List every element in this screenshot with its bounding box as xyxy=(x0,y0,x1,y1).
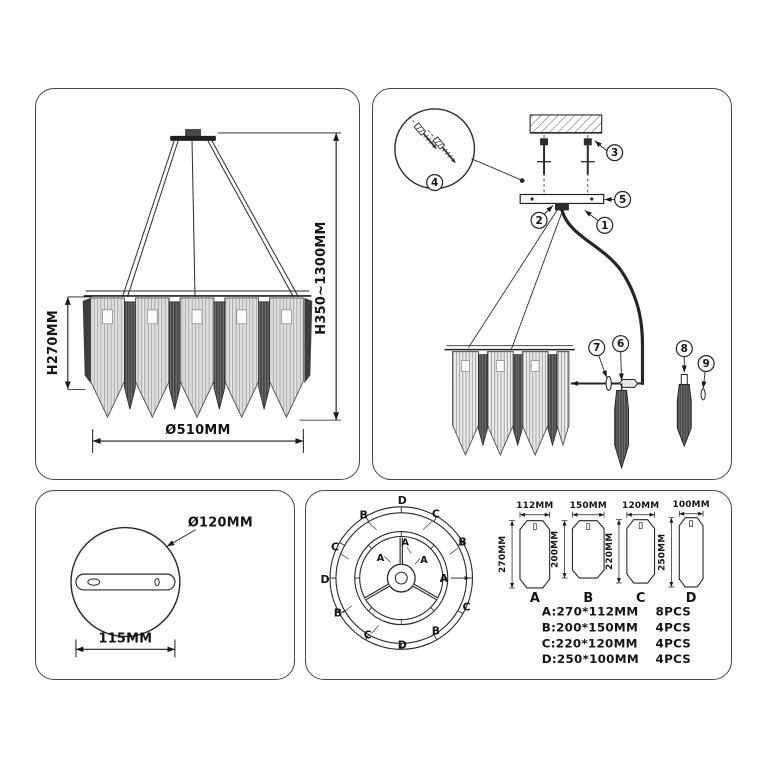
panel-assembly-view: 1 2 3 4 5 6 7 8 9 xyxy=(372,88,732,480)
spec-width-label: 112MM xyxy=(516,501,553,511)
panel-layout-specs: D C B C B D C B D C B A A A A xyxy=(305,490,732,680)
spec-height-label: 270MM xyxy=(498,536,508,573)
ring-label: B xyxy=(458,535,466,548)
anchor-detail-magnifier xyxy=(394,108,525,190)
hanging-cables xyxy=(468,210,563,350)
spec-letter: C xyxy=(636,591,645,606)
arrow-label: A xyxy=(440,572,449,585)
top-view-spokes xyxy=(364,537,439,601)
dim-label-diameter: Ø510MM xyxy=(165,423,230,438)
spec-panel-c: 120MM 220MM C xyxy=(605,501,659,606)
spec-width-label: 120MM xyxy=(622,501,659,511)
spec-summary: A:270*112MM 8PCS B:200*150MM 4PCS C:220*… xyxy=(542,605,691,666)
dim-slot-width: 115MM xyxy=(75,631,176,658)
dim-label-height-body: H270MM xyxy=(46,310,61,375)
inner-ring-label: A xyxy=(401,537,409,548)
dim-canopy-diameter: Ø120MM xyxy=(166,516,253,547)
spec-height-label: 220MM xyxy=(605,533,615,570)
spec-width-label: 100MM xyxy=(673,500,710,510)
callouts: 1 2 3 4 5 6 7 8 9 xyxy=(426,144,715,373)
panel-front-view: H270MM H350~1300MM Ø510MM xyxy=(35,88,360,480)
spec-letter: D xyxy=(686,591,697,606)
assembly-drawing: 1 2 3 4 5 6 7 8 9 xyxy=(394,108,715,470)
ring-label: C xyxy=(331,540,339,553)
ring-label: C xyxy=(463,601,471,614)
mount-screws xyxy=(537,134,595,193)
callout-9: 9 xyxy=(703,358,710,370)
summary-size-c: C:220*120MM xyxy=(542,636,638,650)
callout-3: 3 xyxy=(611,147,618,159)
canopy-drawing: Ø120MM 115MM xyxy=(70,516,253,658)
mounting-bracket xyxy=(519,193,605,211)
callout-5: 5 xyxy=(619,194,626,206)
summary-size-a: A:270*112MM xyxy=(542,605,639,619)
ring-label: B xyxy=(359,509,367,522)
summary-qty-a: 8PCS xyxy=(656,605,692,619)
callout-1: 1 xyxy=(601,220,608,232)
spec-letter: B xyxy=(583,591,593,606)
callout-leaders xyxy=(543,140,707,389)
hanger-hardware xyxy=(570,375,643,470)
spec-panel-a: 112MM 270MM A xyxy=(498,501,553,606)
top-view-segment-ticks xyxy=(330,506,473,650)
callout-2: 2 xyxy=(535,215,542,227)
inner-ring-label: A xyxy=(377,553,385,564)
dim-height-total: H350~1300MM xyxy=(217,132,342,421)
ring-label: B xyxy=(432,624,440,637)
summary-size-d: D:250*100MM xyxy=(542,652,639,666)
callout-8: 8 xyxy=(681,343,688,355)
callout-7: 7 xyxy=(593,342,600,354)
ring-label: C xyxy=(364,628,372,641)
front-view-drawing: H270MM H350~1300MM Ø510MM xyxy=(46,128,342,453)
chandelier-drum xyxy=(82,290,313,419)
spec-letter: A xyxy=(530,591,540,606)
chandelier-drum-partial xyxy=(444,345,575,457)
ring-label: C xyxy=(432,508,440,521)
top-view-label-leaders xyxy=(339,521,458,634)
suspension-wires xyxy=(121,140,299,298)
top-view-position-labels: D C B C B D C B D C B A A A A xyxy=(321,494,471,651)
ring-label: D xyxy=(398,638,407,651)
summary-qty-b: 4PCS xyxy=(656,621,692,635)
ring-label: B xyxy=(334,607,342,620)
panel-canopy-view: Ø120MM 115MM xyxy=(35,490,295,680)
summary-size-b: B:200*150MM xyxy=(542,621,638,635)
inner-ring-label: A xyxy=(420,555,428,566)
ring-label: D xyxy=(321,573,330,586)
ceiling-mount xyxy=(529,114,603,134)
callout-4: 4 xyxy=(431,177,438,189)
spec-panel-d: 100MM 250MM D xyxy=(657,500,709,606)
dim-label-slot-width: 115MM xyxy=(98,631,152,646)
canopy-plate xyxy=(70,526,181,638)
spec-panel-b: 150MM 200MM B xyxy=(551,501,607,606)
spec-width-label: 150MM xyxy=(570,501,607,511)
ceiling-canopy xyxy=(170,128,216,141)
callout-6: 6 xyxy=(617,338,624,350)
spec-height-label: 200MM xyxy=(551,531,561,568)
curved-support-rod xyxy=(560,208,645,386)
summary-qty-d: 4PCS xyxy=(656,652,692,666)
dim-label-canopy-diameter: Ø120MM xyxy=(188,516,253,531)
layout-specs-drawing: D C B C B D C B D C B A A A A xyxy=(321,494,710,666)
spec-height-label: 250MM xyxy=(657,534,667,571)
dim-label-height-total: H350~1300MM xyxy=(314,221,329,334)
summary-qty-c: 4PCS xyxy=(656,636,692,650)
dim-height-body: H270MM xyxy=(46,296,92,390)
dim-diameter: Ø510MM xyxy=(92,423,304,453)
crystal-panel-parts xyxy=(676,373,706,448)
ring-label: D xyxy=(398,494,407,507)
